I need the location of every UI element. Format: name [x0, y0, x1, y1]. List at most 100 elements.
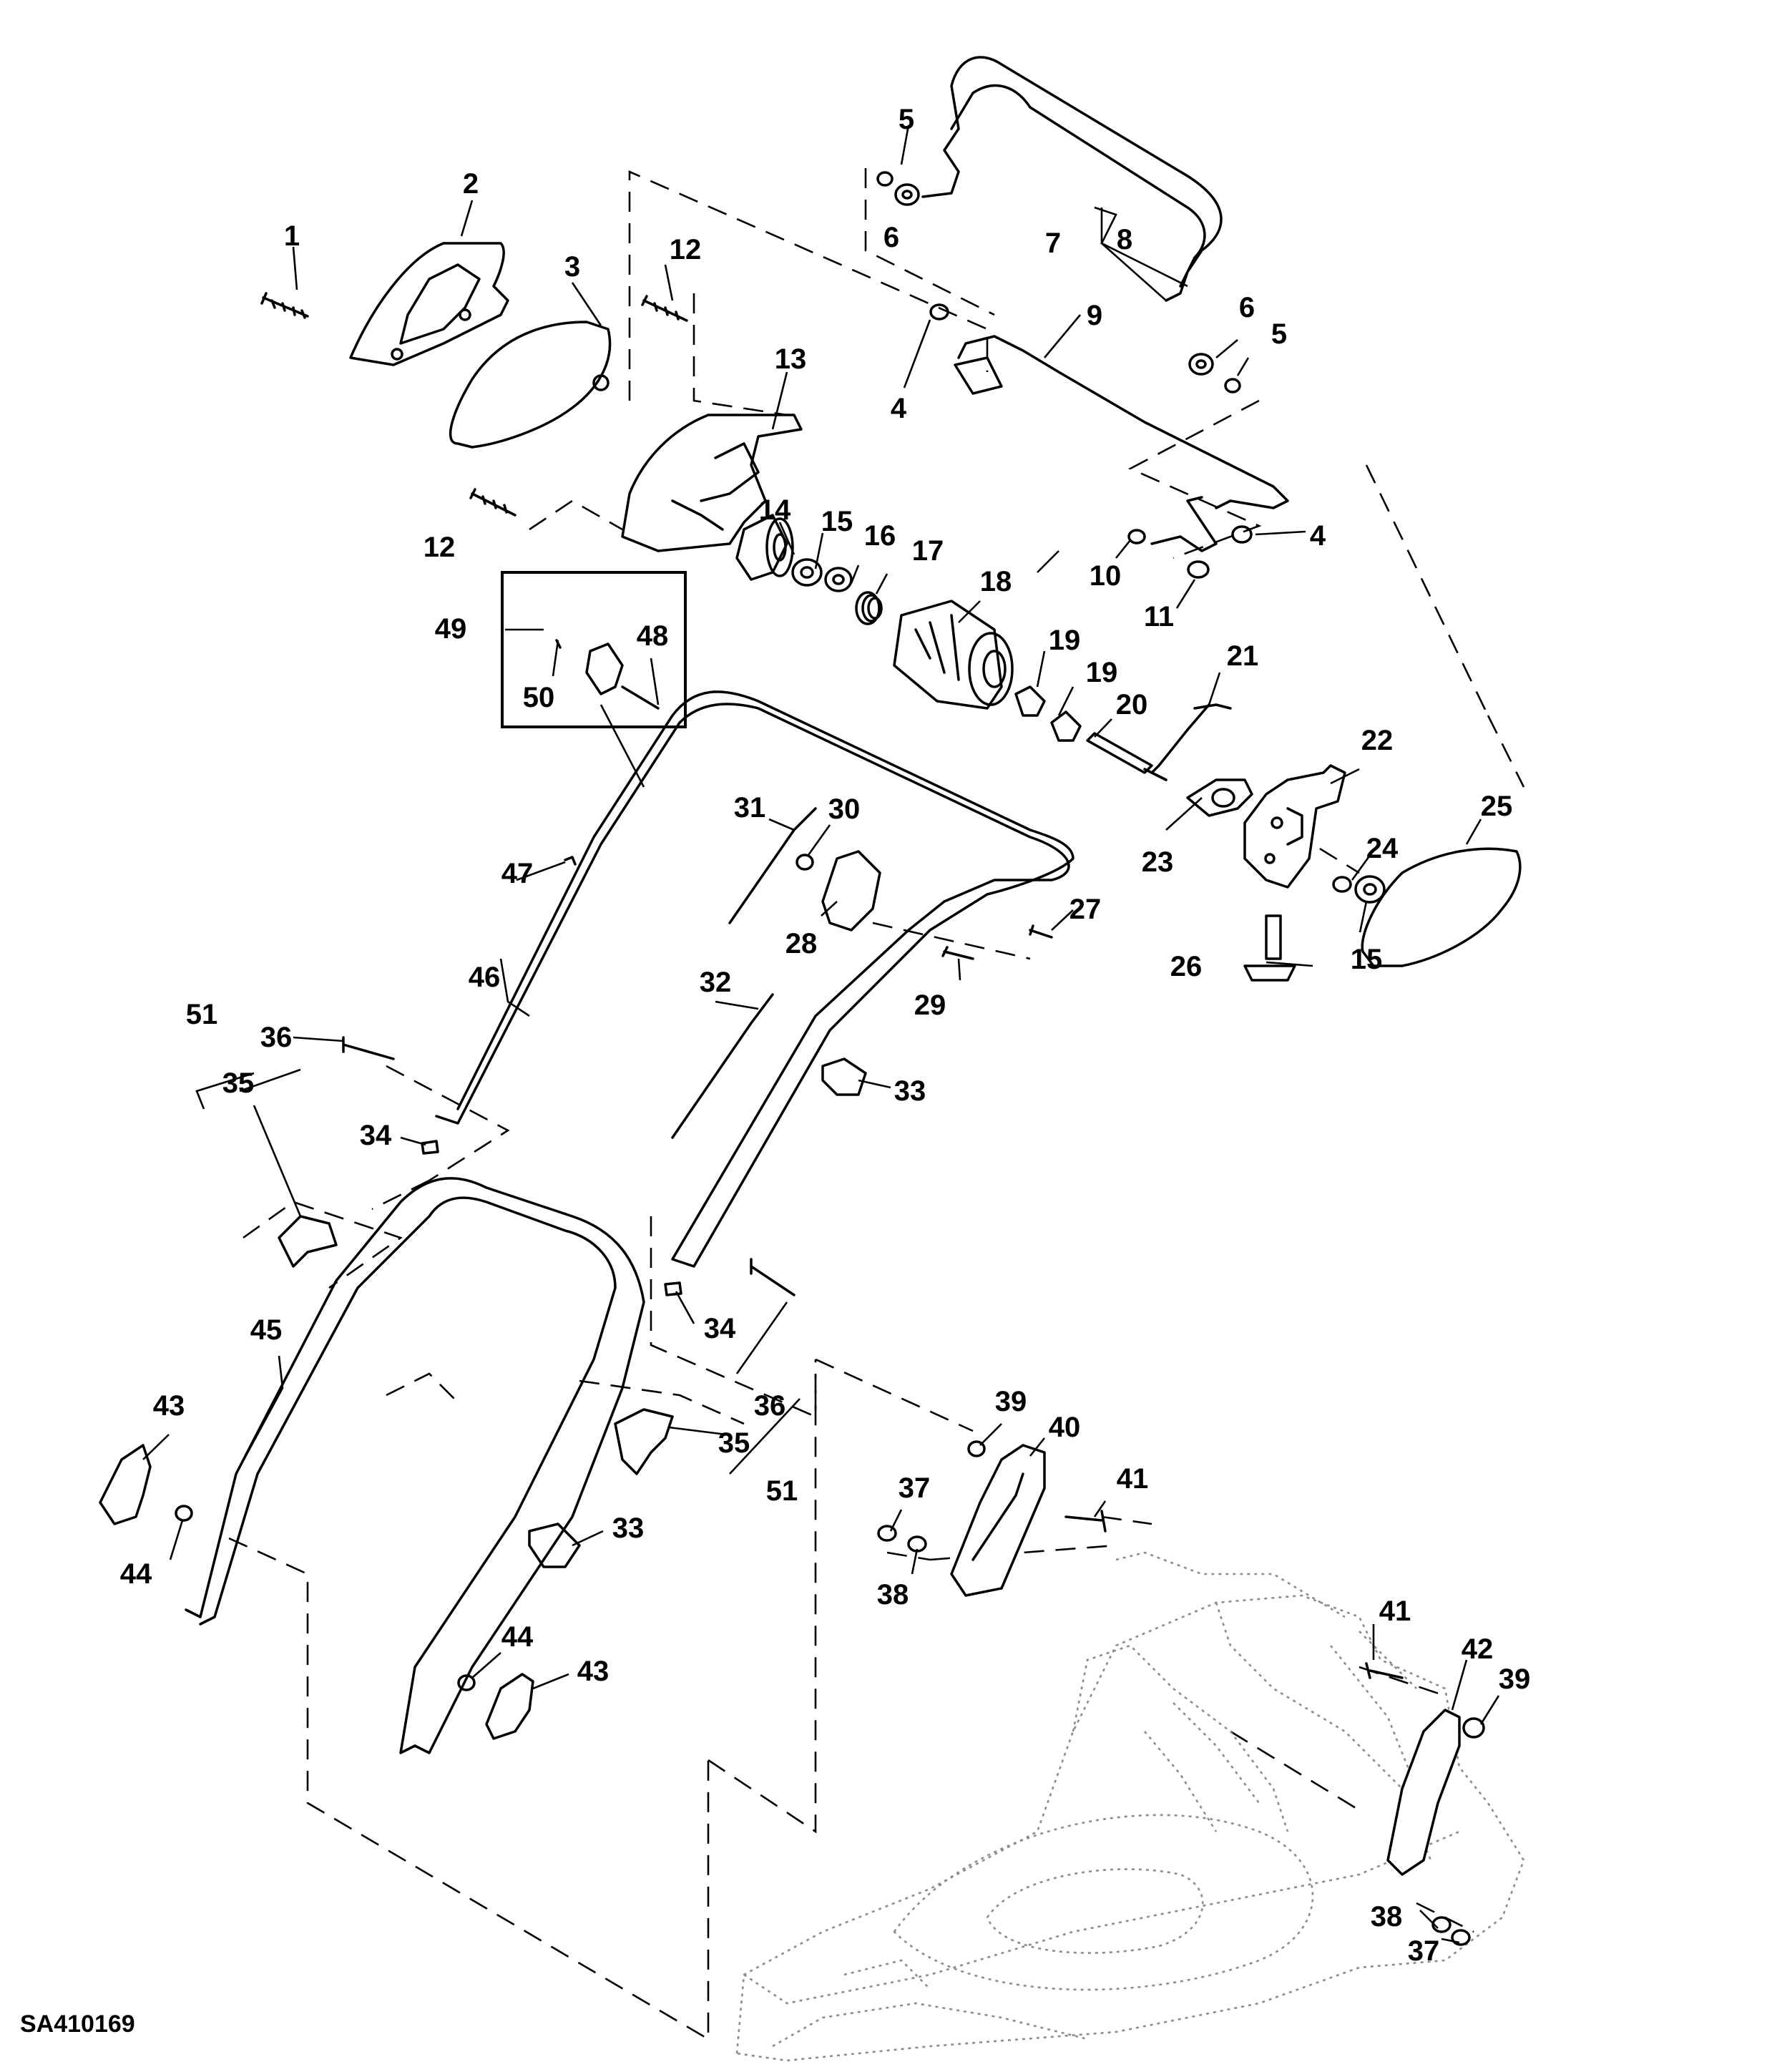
- callout-28: 28: [785, 928, 818, 959]
- part-41-pin-right: [1365, 1662, 1404, 1679]
- rod-link: [1150, 496, 1218, 552]
- callout-25: 25: [1481, 791, 1513, 822]
- part-19-washer-a: [1014, 685, 1046, 717]
- callout-45: 45: [250, 1314, 283, 1346]
- callout-21: 21: [1227, 640, 1259, 672]
- callout-29: 29: [914, 989, 946, 1021]
- callout-35-right: 35: [718, 1427, 750, 1459]
- callout-19-a: 19: [1049, 625, 1081, 656]
- part-39-star-washer-right: [1462, 1717, 1485, 1739]
- callout-3: 3: [564, 251, 580, 283]
- callout-27: 27: [1069, 894, 1102, 925]
- part-3-cover: [449, 321, 612, 449]
- callout-2: 2: [463, 168, 479, 200]
- part-36-bolt-right: [750, 1258, 796, 1296]
- callout-48: 48: [637, 620, 669, 652]
- part-7-8-bail-bar: [921, 56, 1223, 302]
- part-15-nut-top: [791, 558, 823, 587]
- callout-14: 14: [759, 494, 791, 526]
- part-35-lever-left: [278, 1215, 338, 1268]
- callout-4-lower: 4: [1310, 520, 1326, 552]
- callout-12-bottom: 12: [424, 532, 456, 563]
- callout-37-right: 37: [1408, 1935, 1440, 1967]
- part-34-insert-bottom: [664, 1281, 682, 1296]
- callout-38-left: 38: [877, 1579, 909, 1611]
- part-44-washer-right: [457, 1674, 476, 1691]
- part-13-housing: [621, 414, 803, 552]
- callout-50: 50: [523, 682, 555, 713]
- callout-labels: 1 2 3 4 4 5 5 6 6 7 8 9 10 11 12 12 13 1…: [120, 104, 1531, 1967]
- callout-17: 17: [912, 535, 944, 567]
- part-38-washer-right: [1431, 1916, 1452, 1933]
- callout-9: 9: [1087, 300, 1102, 331]
- part-39-star-washer-left: [967, 1440, 986, 1457]
- callout-32: 32: [700, 967, 732, 998]
- callout-15-right: 15: [1351, 944, 1383, 975]
- callout-40: 40: [1049, 1412, 1081, 1443]
- part-19-washer-b: [1050, 710, 1082, 742]
- part-22-bracket-plate: [1243, 764, 1346, 889]
- callout-8: 8: [1117, 224, 1132, 255]
- callout-23: 23: [1142, 846, 1174, 878]
- part-9-control-rod: [954, 335, 1289, 509]
- callout-6-right: 6: [1239, 292, 1255, 323]
- callout-41-left: 41: [1117, 1463, 1149, 1495]
- callout-11: 11: [1144, 601, 1174, 632]
- part-31-cable: [728, 807, 817, 924]
- callout-41-right: 41: [1379, 1595, 1411, 1627]
- part-28-lever: [821, 850, 881, 932]
- part-14-pulley: [735, 514, 794, 581]
- part-27-screw: [1029, 924, 1053, 939]
- part-30-nut: [796, 854, 814, 871]
- part-5-clip-right: [1224, 378, 1241, 394]
- part-26-bolt: [1243, 914, 1296, 982]
- part-35-lever-right: [614, 1408, 674, 1475]
- part-10-pin: [1127, 529, 1146, 544]
- drawing-reference: SA410169: [20, 2010, 135, 2038]
- part-11-ring: [1187, 560, 1210, 579]
- leader-lines: [142, 124, 1500, 1944]
- callout-19-b: 19: [1086, 657, 1118, 688]
- callout-42: 42: [1462, 1633, 1494, 1665]
- callout-51-left: 51: [186, 999, 218, 1030]
- part-45-lower-handle: [185, 1177, 645, 1754]
- part-6-bushing-left: [894, 183, 920, 206]
- callout-5-right: 5: [1271, 318, 1287, 350]
- callout-43-right: 43: [577, 1656, 610, 1687]
- mower-deck-outline: [735, 1551, 1525, 2062]
- callout-12-top: 12: [670, 234, 702, 265]
- part-17-spring: [855, 591, 883, 625]
- callout-35-left: 35: [222, 1067, 255, 1099]
- part-32-cable: [671, 993, 774, 1139]
- callout-36-left: 36: [260, 1022, 293, 1053]
- callout-10: 10: [1090, 560, 1122, 592]
- callout-36-right: 36: [754, 1390, 786, 1422]
- part-29-screw: [941, 946, 974, 960]
- callout-24: 24: [1366, 833, 1399, 864]
- callout-39-right: 39: [1499, 1663, 1531, 1695]
- part-15-nut-right: [1354, 875, 1386, 904]
- part-33-clip-top: [821, 1057, 867, 1096]
- part-43-knob-left: [99, 1444, 152, 1525]
- part-44-washer-left: [175, 1505, 193, 1522]
- part-21-spring-rod: [1150, 703, 1232, 781]
- part-41-pin-left: [1064, 1510, 1107, 1533]
- part-43-knob-right: [485, 1673, 534, 1740]
- callout-39-left: 39: [995, 1386, 1027, 1417]
- callout-18: 18: [980, 566, 1012, 597]
- callout-38-right: 38: [1371, 1901, 1403, 1932]
- kit-49-box: [501, 571, 687, 728]
- callout-7: 7: [1045, 228, 1061, 259]
- part-12-screw-top: [641, 295, 688, 322]
- callout-47: 47: [501, 858, 534, 889]
- part-42-bracket: [1386, 1709, 1461, 1876]
- part-47-pin: [564, 856, 577, 866]
- parts: [99, 56, 1522, 1946]
- part-16-washer: [824, 567, 853, 592]
- part-2-cover-frame: [349, 242, 509, 366]
- part-18-drum: [893, 600, 1014, 710]
- callout-26: 26: [1170, 951, 1203, 982]
- part-4-washer-top: [929, 303, 949, 321]
- callout-15-top: 15: [821, 506, 853, 537]
- callout-33-top: 33: [894, 1075, 926, 1107]
